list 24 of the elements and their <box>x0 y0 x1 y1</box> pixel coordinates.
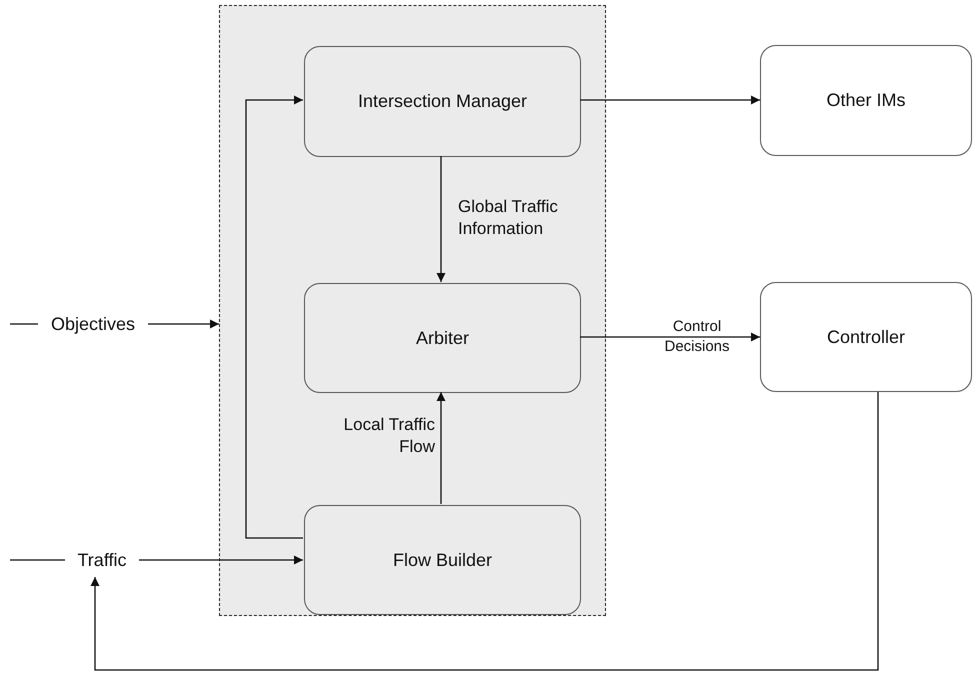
arrow <box>90 392 879 671</box>
arrow <box>245 96 303 539</box>
node-label: Flow Builder <box>392 550 492 570</box>
arrow <box>148 320 219 328</box>
dashed-boundary-box <box>219 5 606 616</box>
arrow <box>436 156 446 282</box>
node-label: Intersection Manager <box>358 91 528 112</box>
node-label: Controller <box>826 326 906 348</box>
edge-label: Control Decisions <box>663 317 731 358</box>
process-box <box>304 505 581 615</box>
process-box <box>760 282 972 392</box>
edge-label: Global Traffic Information <box>458 196 559 240</box>
input-label: Objectives <box>50 314 136 334</box>
input-label: Traffic <box>77 550 126 570</box>
node-label: Other IMs <box>826 90 906 111</box>
node-label: Arbiter <box>416 328 469 348</box>
process-box <box>304 46 581 157</box>
arrow <box>139 556 303 564</box>
process-box <box>304 283 581 393</box>
process-box <box>760 45 972 156</box>
arrow <box>436 392 446 504</box>
edge-label: Local Traffic Flow <box>342 414 435 458</box>
arrow <box>580 96 760 104</box>
arrow <box>580 332 760 342</box>
